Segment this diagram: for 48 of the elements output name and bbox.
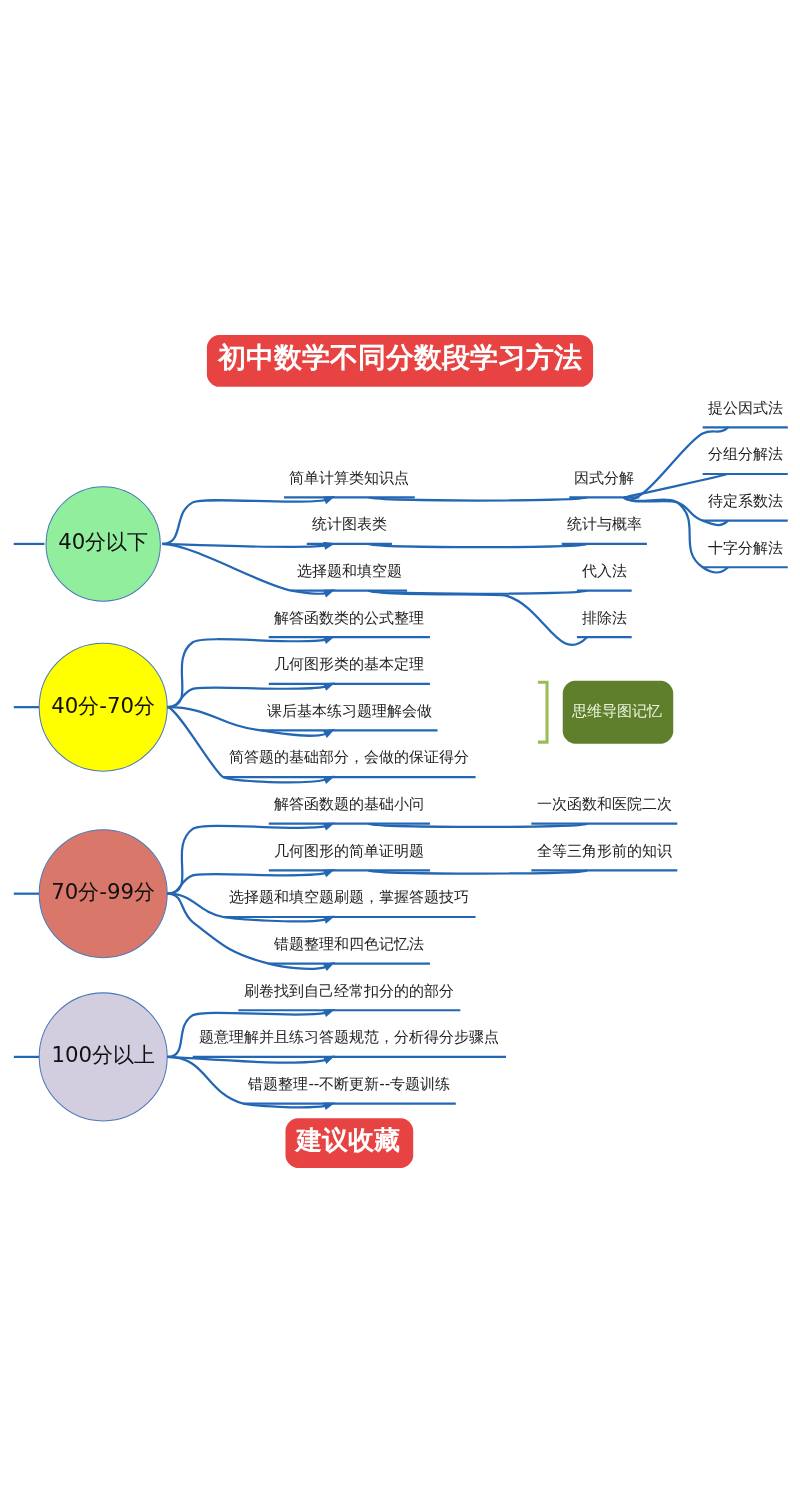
arrow — [166, 705, 336, 784]
caption: 建议收藏 — [295, 1124, 400, 1155]
arrow — [167, 892, 336, 971]
node-circle: 40分以下 — [45, 485, 161, 602]
node-text: 代入法 — [581, 561, 627, 580]
connector — [13, 542, 45, 545]
connector — [13, 705, 39, 708]
node-text: 排除法 — [581, 608, 627, 626]
node-text: 统计图表类 — [311, 514, 387, 533]
node-text: 几何图形类的基本定理 — [274, 654, 425, 673]
node-text: 简单计算类知识点 — [289, 468, 410, 487]
node-text: 待定系数法 — [707, 491, 783, 510]
node-text: 错题整理--不断更新--专题训练 — [248, 1074, 451, 1093]
node-text: 选择题和填空题刷题，掌握答题技巧 — [229, 887, 470, 906]
arrow — [167, 635, 336, 708]
connector — [13, 892, 39, 895]
node-text: 统计与概率 — [566, 514, 642, 533]
node-circle: 100分以上 — [38, 991, 168, 1121]
connector — [623, 472, 729, 498]
connector — [13, 1055, 39, 1058]
node-text: 提公因式法 — [707, 398, 783, 417]
arrow — [167, 1008, 336, 1058]
node-text: 一次函数和医院二次 — [536, 794, 672, 813]
node-text: 刷卷找到自己经常扣分的的部分 — [244, 981, 455, 1000]
connector — [623, 426, 729, 501]
node-text: 全等三角形前的知识 — [536, 841, 672, 860]
connector — [368, 495, 588, 502]
node-text: 因式分解 — [574, 468, 635, 487]
node-text: 几何图形的简单证明题 — [274, 841, 425, 860]
diagram-title: 初中数学不同分数段学习方法 — [217, 340, 582, 374]
node-text: 解答函数题的基础小问 — [274, 794, 425, 813]
node-text: 简答题的基础部分，会做的保证得分 — [229, 747, 470, 766]
connector — [368, 542, 588, 548]
connector — [368, 822, 588, 828]
node-text: 分组分解法 — [707, 444, 783, 463]
connector — [368, 588, 588, 595]
node-text: 选择题和填空题 — [296, 561, 402, 580]
node-text: 题意理解并且练习答题规范，分析得分步骤点 — [199, 1027, 500, 1046]
node-circle: 70分-99分 — [38, 828, 168, 958]
connector — [368, 868, 588, 875]
arrow — [167, 892, 336, 924]
node-text: 错题整理和四色记忆法 — [274, 934, 425, 953]
arrow — [167, 822, 336, 895]
node-text: 十字分解法 — [707, 538, 783, 557]
node-text: 课后基本练习题理解会做 — [266, 701, 432, 720]
node-circle: 40分-70分 — [38, 642, 168, 772]
arrow — [161, 495, 336, 545]
node-text: 解答函数类的公式整理 — [274, 608, 425, 626]
